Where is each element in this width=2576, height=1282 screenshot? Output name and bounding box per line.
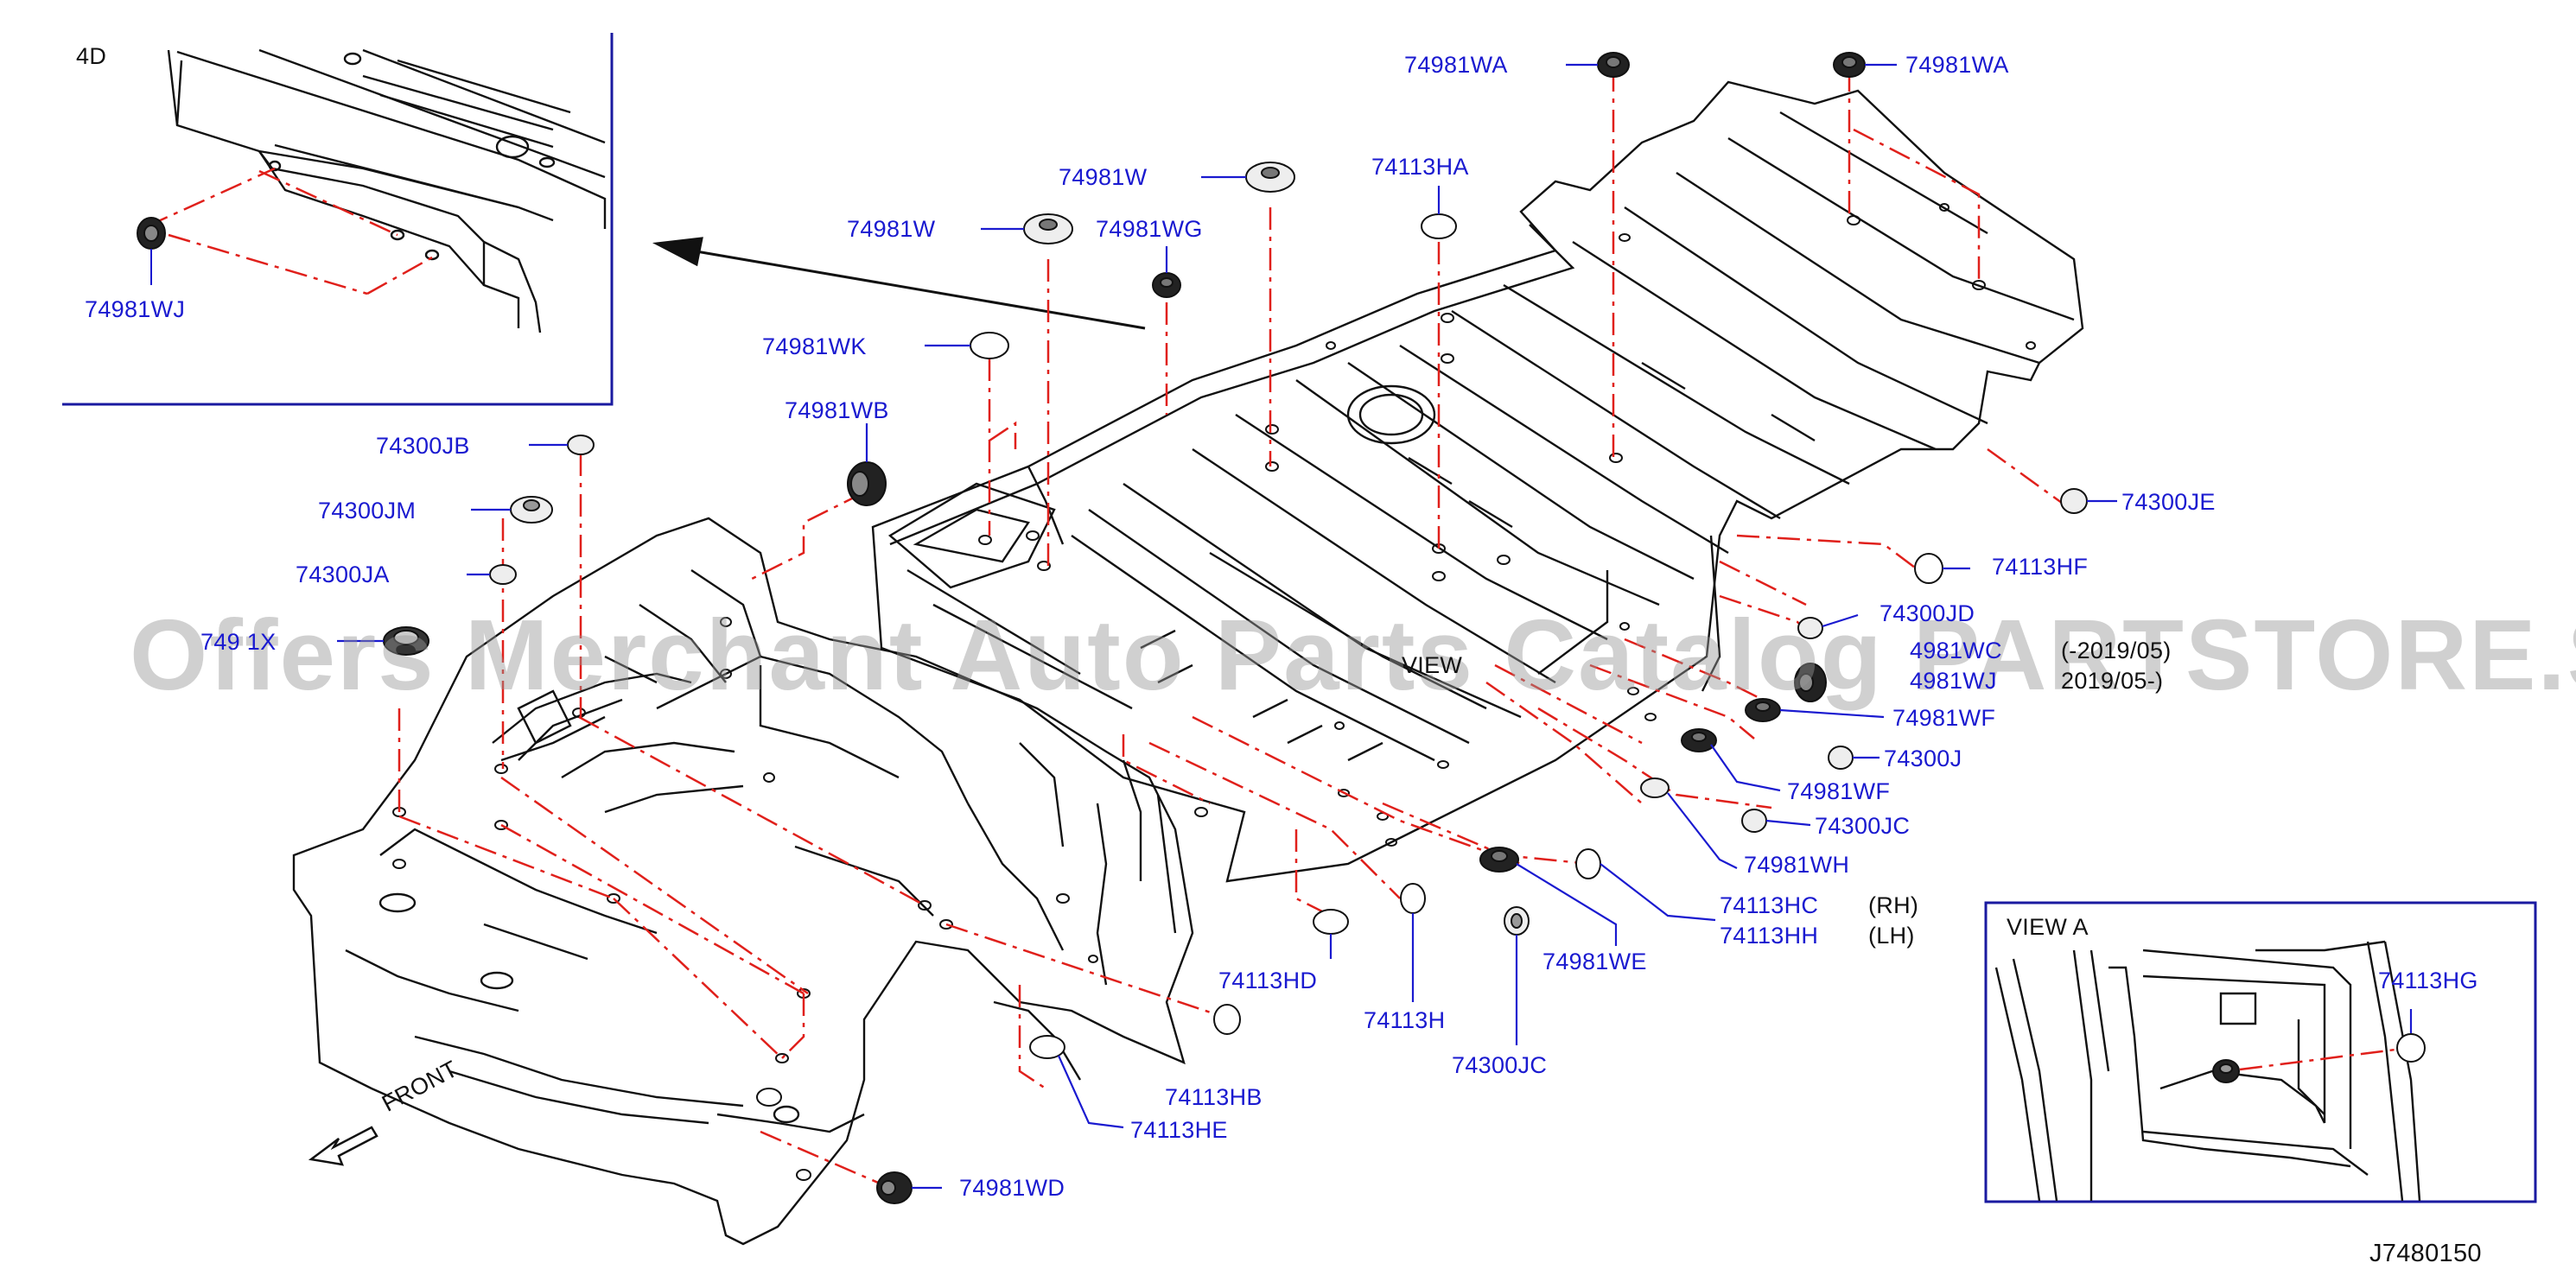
part-label-74113hh[interactable]: 74113HH — [1720, 923, 1819, 949]
diagram-id: J7480150 — [2369, 1240, 2482, 1267]
part-label-74981wk[interactable]: 74981WK — [762, 333, 867, 359]
leader-lines — [337, 63, 2117, 1190]
part-label-74113he[interactable]: 74113HE — [1130, 1117, 1228, 1143]
part-label-74113ha[interactable]: 74113HA — [1371, 154, 1469, 180]
view-a-frame — [1984, 901, 2537, 1203]
grommet-parts — [383, 52, 2088, 1204]
inset-pointer-arrow — [652, 237, 1146, 330]
part-label-74981w-lower[interactable]: 74981W — [847, 216, 936, 242]
range-note-wc: (-2019/05) — [2061, 638, 2172, 663]
part-label-74300ja[interactable]: 74300JA — [296, 562, 390, 587]
part-label-74113hf[interactable]: 74113HF — [1992, 554, 2089, 580]
part-label-74300jc-right[interactable]: 74300JC — [1815, 813, 1911, 839]
part-label-74981w-upper[interactable]: 74981W — [1059, 164, 1148, 190]
rear-floor-panel — [871, 80, 2084, 883]
front-floor-panel — [292, 517, 1194, 1246]
main-view-tag: VIEW — [1402, 652, 1463, 678]
part-label-74300jc-lower[interactable]: 74300JC — [1452, 1052, 1548, 1078]
part-label-74113hc[interactable]: 74113HC — [1720, 892, 1819, 918]
rear-floor-holes — [978, 203, 2036, 847]
view-a-title: VIEW A — [2007, 914, 2089, 940]
part-label-74113hb[interactable]: 74113HB — [1165, 1084, 1263, 1110]
part-label-74981wa-left[interactable]: 74981WA — [1404, 52, 1508, 78]
inset-4d-tag: 4D — [76, 43, 107, 69]
part-label-74981wj[interactable]: 74981WJ — [85, 296, 186, 322]
part-label-74981wf-lower[interactable]: 74981WF — [1787, 778, 1891, 804]
locator-dash-lines — [398, 69, 2066, 1190]
part-label-74113hd[interactable]: 74113HD — [1218, 968, 1318, 993]
part-label-74300jm[interactable]: 74300JM — [318, 498, 417, 524]
view-a-drawing — [1994, 940, 2421, 1202]
part-label-74981wc[interactable]: 4981WC — [1910, 638, 2002, 663]
part-label-74981x[interactable]: 749 1X — [200, 629, 277, 655]
view-a-plug — [2212, 1009, 2426, 1083]
part-label-74981wf-upper[interactable]: 74981WF — [1892, 705, 1996, 731]
part-label-74300j[interactable]: 74300J — [1884, 746, 1962, 771]
part-label-74300jb[interactable]: 74300JB — [376, 433, 470, 459]
side-note-lh: (LH) — [1868, 923, 1915, 949]
part-label-74981we[interactable]: 74981WE — [1542, 949, 1647, 974]
part-label-74300je[interactable]: 74300JE — [2121, 489, 2216, 515]
part-label-74981wg[interactable]: 74981WG — [1096, 216, 1203, 242]
front-direction-arrow — [308, 1126, 378, 1166]
part-label-74981wj-main[interactable]: 4981WJ — [1910, 668, 1997, 694]
part-label-74300jd[interactable]: 74300JD — [1880, 600, 1975, 626]
inset-4d-frame — [62, 33, 614, 406]
range-note-wj: 2019/05-) — [2061, 668, 2164, 694]
side-note-rh: (RH) — [1868, 892, 1919, 918]
inset-4d-grommet — [137, 217, 166, 285]
part-label-74981wa-right[interactable]: 74981WA — [1905, 52, 2009, 78]
part-label-74981wb[interactable]: 74981WB — [785, 397, 889, 423]
watermark: Offers Merchant Auto Parts Catalog PARTS… — [130, 599, 2576, 711]
part-label-74113hg[interactable]: 74113HG — [2378, 968, 2478, 993]
part-label-74113h[interactable]: 74113H — [1364, 1007, 1446, 1033]
part-label-74981wh[interactable]: 74981WH — [1744, 852, 1850, 878]
front-floor-holes — [392, 617, 1208, 1181]
inset-4d-dashes — [146, 167, 433, 295]
part-label-74981wd[interactable]: 74981WD — [959, 1175, 1065, 1201]
inset-4d-drawing — [167, 48, 607, 333]
